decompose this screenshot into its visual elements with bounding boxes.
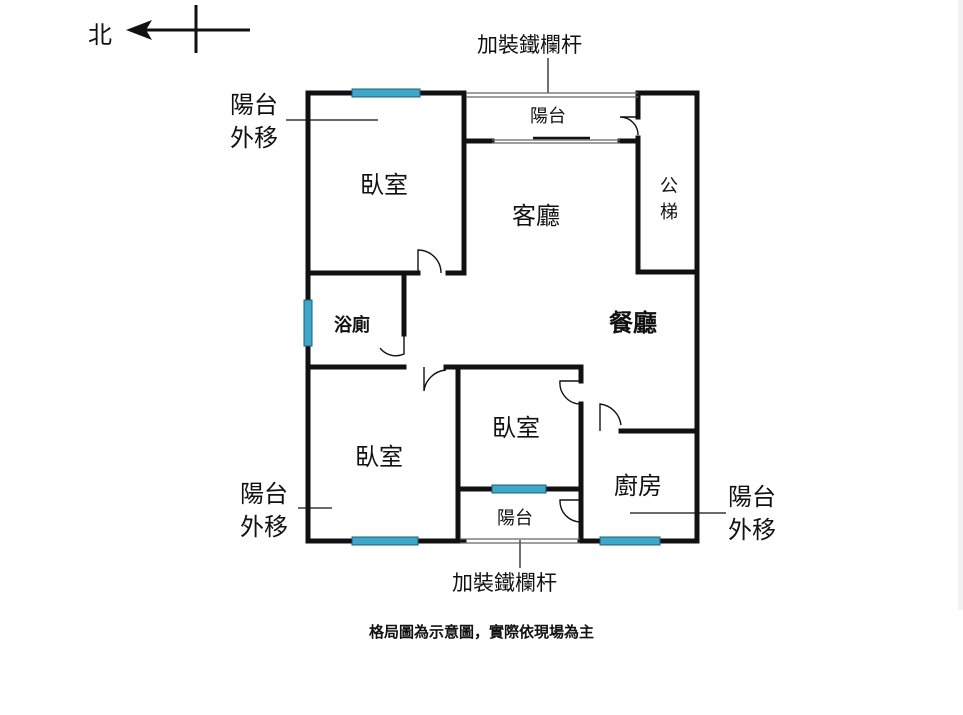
- balcony-top-label: 陽台: [530, 106, 566, 127]
- north-arrow-icon: [126, 5, 250, 53]
- window-kitchen: [599, 536, 661, 546]
- right-edge-strip: [958, 0, 963, 610]
- bedroom-mid-label: 臥室: [492, 414, 540, 442]
- door-swings: [379, 116, 639, 523]
- public-stairs-line2: 梯: [660, 202, 678, 223]
- window-top-bedroom: [351, 88, 421, 98]
- window-bathroom: [303, 299, 313, 347]
- railing-top-label: 加裝鐵欄杆: [477, 33, 582, 57]
- railing-lines: [460, 92, 638, 544]
- balcony-move-se-line2: 外移: [728, 516, 776, 544]
- floor-plan: 北: [88, 5, 776, 595]
- bedroom-top-label: 臥室: [360, 171, 408, 199]
- kitchen-label: 廚房: [614, 472, 662, 500]
- window-mid-bedroom: [491, 484, 547, 494]
- bathroom-label: 浴廁: [334, 314, 370, 336]
- disclaimer-text: 格局圖為示意圖，實際依現場為主: [368, 623, 594, 641]
- balcony-move-nw-line2: 外移: [230, 124, 278, 152]
- balcony-move-sw-line1: 陽台: [240, 480, 288, 508]
- balcony-move-sw-line2: 外移: [240, 513, 288, 541]
- living-room-label: 客廳: [512, 202, 560, 230]
- balcony-bottom-label: 陽台: [497, 508, 533, 529]
- railing-bottom-label: 加裝鐵欄杆: [452, 571, 557, 595]
- dining-room-label: 餐廳: [609, 308, 657, 337]
- window-bottom-bedroom: [351, 536, 419, 546]
- windows: [303, 88, 661, 546]
- balcony-move-nw-line1: 陽台: [230, 91, 278, 119]
- footer-area: [0, 610, 963, 715]
- compass-label: 北: [88, 21, 112, 49]
- bedroom-bottom-label: 臥室: [355, 443, 403, 471]
- public-stairs-line1: 公: [660, 176, 678, 197]
- balcony-move-se-line1: 陽台: [728, 483, 776, 511]
